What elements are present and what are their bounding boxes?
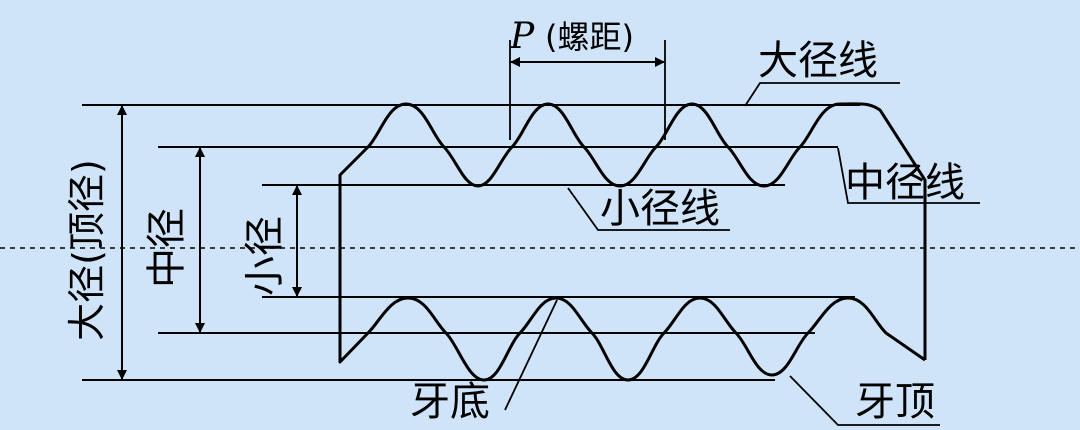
minor-line-label: 小径线: [600, 186, 720, 232]
major-diameter-label: 大径(顶径): [65, 159, 109, 341]
lower-thread-profile: [338, 180, 926, 382]
pitch-name-label: (螺距): [545, 18, 634, 56]
thread-root-label: 牙底: [410, 379, 490, 425]
thread-crest-leader: [789, 375, 940, 426]
major-line-label: 大径线: [758, 38, 878, 84]
pitch-symbol-label: P: [509, 16, 535, 57]
minor-diameter-label: 小径: [242, 216, 288, 296]
thread-crest-label: 牙顶: [855, 379, 935, 425]
major-line-leader: [744, 82, 900, 107]
pitch-line-leader: [837, 147, 980, 204]
thread-root-leader: [504, 299, 558, 411]
pitch-diameter-label: 中径: [144, 208, 190, 288]
minor-line-leader: [567, 187, 730, 231]
upper-thread-profile: [338, 102, 927, 360]
pitch-line-label: 中径线: [845, 160, 965, 206]
